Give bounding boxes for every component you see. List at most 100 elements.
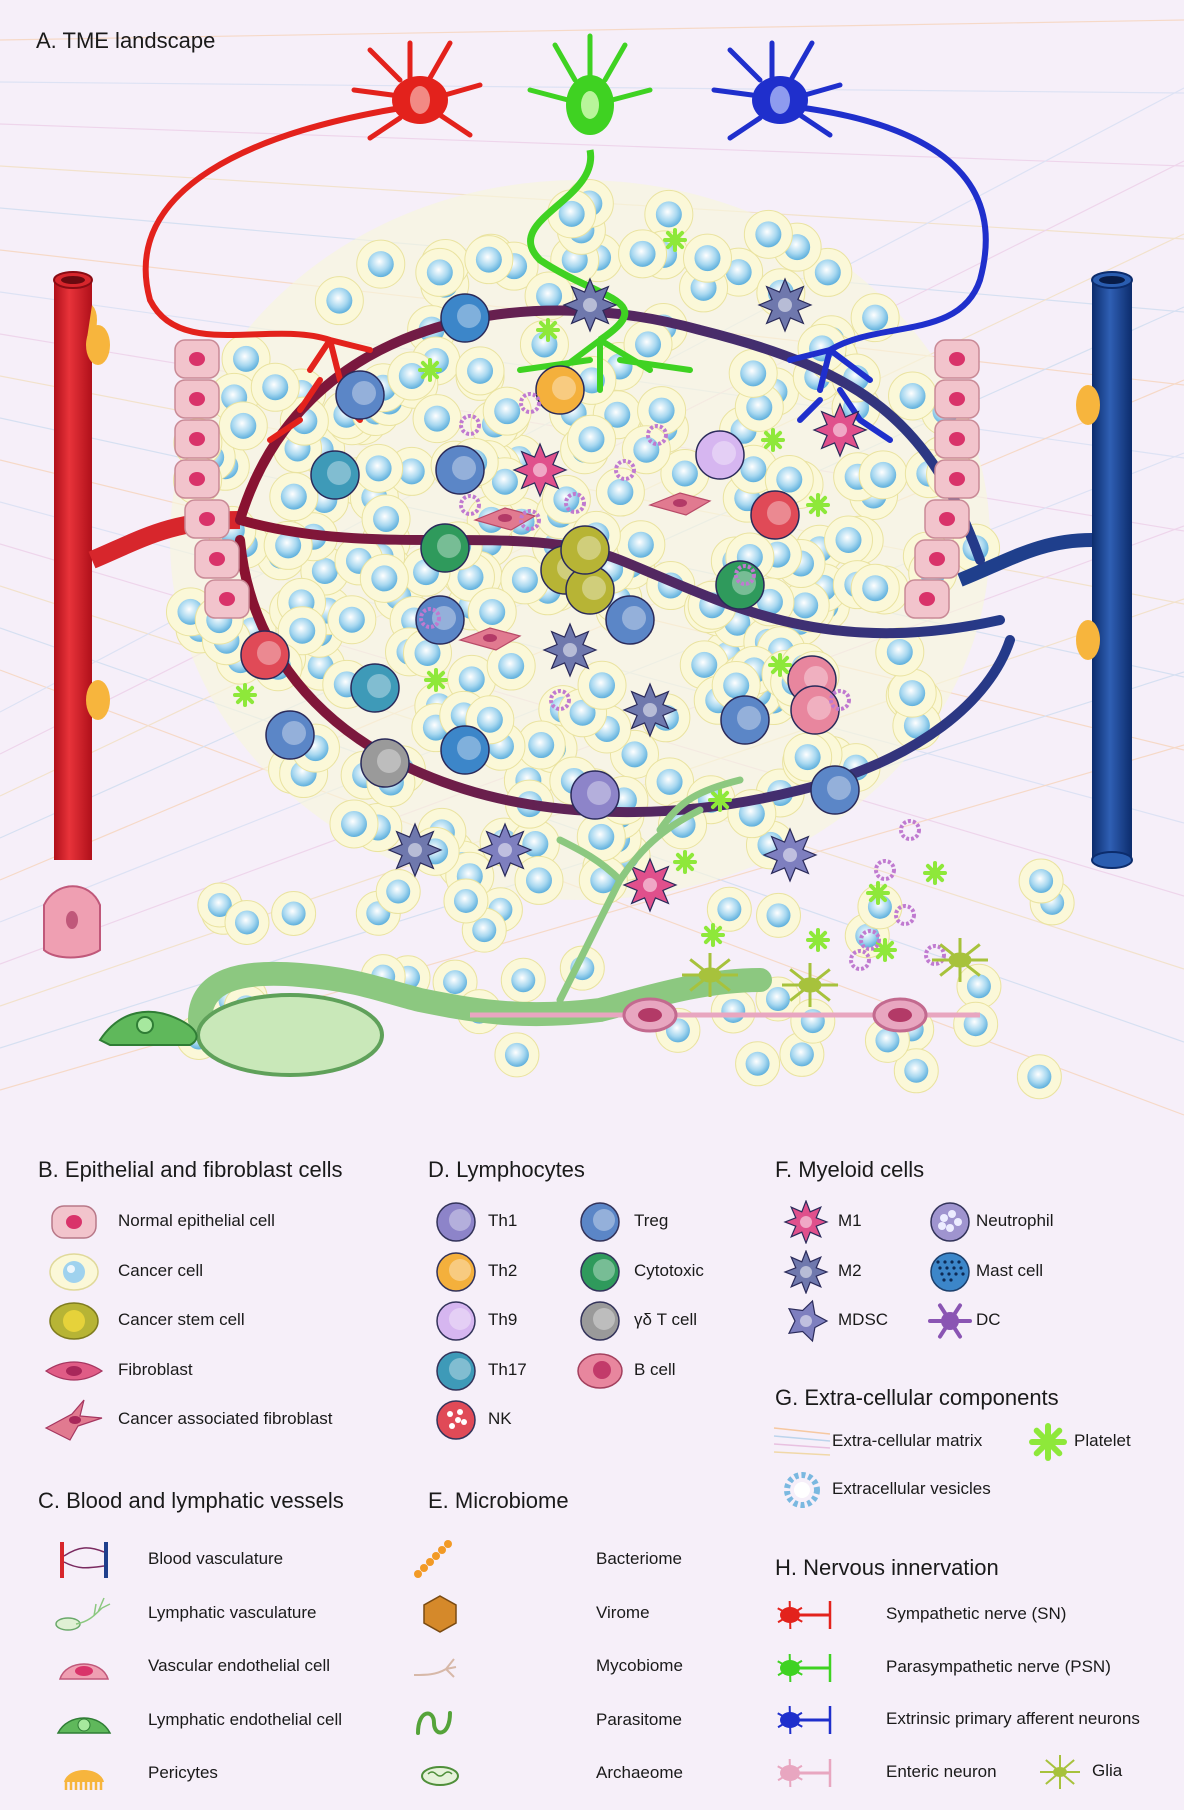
platelet [703, 925, 723, 945]
dendritic-cell-icon [920, 1299, 980, 1348]
immune-cell [436, 446, 484, 494]
platelet-icon [1018, 1420, 1078, 1469]
cancer-cell [416, 248, 464, 296]
sympathetic-nerve-icon [776, 1593, 836, 1642]
platelet [770, 655, 790, 675]
panel-h-title: H. Nervous innervation [775, 1555, 999, 1581]
macrophage [814, 404, 866, 456]
parasympathetic-nerve-icon [776, 1646, 836, 1695]
mast-cell-label: Mast cell [976, 1261, 1043, 1281]
platelet [875, 940, 895, 960]
extracellular-matrix-label: Extra-cellular matrix [832, 1431, 982, 1451]
th17-cell-icon [426, 1349, 486, 1398]
mdsc-icon [776, 1299, 836, 1348]
mdsc-label: MDSC [838, 1310, 888, 1330]
cancer-cell [578, 661, 626, 709]
immune-cell [811, 766, 859, 814]
cancer-cell [567, 415, 615, 463]
macrophage [564, 279, 616, 331]
macrophage [759, 279, 811, 331]
neutrophil-icon [920, 1200, 980, 1249]
immune-cell [721, 696, 769, 744]
immune-cell [311, 451, 359, 499]
vascular-endothelial-cell-icon [54, 1645, 114, 1694]
platelet [420, 360, 440, 380]
m2-macrophage-icon [776, 1250, 836, 1299]
vascular-endothelial-cell [44, 886, 100, 957]
cancer-cell-label: Cancer cell [118, 1261, 203, 1281]
extracellular-matrix-icon [772, 1420, 832, 1469]
nk-cell-label: NK [488, 1409, 512, 1429]
glia-icon [1030, 1750, 1090, 1799]
immune-cell [336, 371, 384, 419]
cancer-cell [824, 516, 872, 564]
platelet [426, 670, 446, 690]
m1-macrophage-icon [776, 1200, 836, 1249]
normal-epithelial-cell [935, 340, 979, 378]
lymphatic-endothelial-cell-label: Lymphatic endothelial cell [148, 1710, 342, 1730]
macrophage [514, 444, 566, 496]
macrophage [624, 684, 676, 736]
mast-cell-icon [920, 1250, 980, 1299]
macrophage [479, 824, 531, 876]
th9-cell-label: Th9 [488, 1310, 517, 1330]
immune-cell [696, 431, 744, 479]
cancer-cell [456, 347, 504, 395]
lymphatic-vasculature-label: Lymphatic vasculature [148, 1603, 317, 1623]
platelet [710, 790, 730, 810]
virome-icon [410, 1592, 470, 1641]
normal-epithelial-cell [175, 460, 219, 498]
cancer-cell [219, 402, 267, 450]
cancer-cell [954, 1002, 998, 1046]
cancer-cell [711, 989, 755, 1033]
cancer-cell [272, 891, 316, 935]
cancer-cell [1017, 1055, 1061, 1099]
immune-cell [421, 524, 469, 572]
normal-epithelial-cell-label: Normal epithelial cell [118, 1211, 275, 1231]
immune-cell [266, 711, 314, 759]
parasympathetic-nerve-label: Parasympathetic nerve (PSN) [886, 1657, 1111, 1677]
cancer-cell [851, 564, 899, 612]
cancer-cell [622, 426, 670, 474]
cancer-cell [270, 473, 318, 521]
cancer-cell [376, 870, 420, 914]
th2-cell-icon [426, 1250, 486, 1299]
glia-label: Glia [1092, 1761, 1122, 1781]
immune-cell [361, 739, 409, 787]
mycobiome-icon [410, 1645, 470, 1694]
macrophage [389, 824, 441, 876]
immune-cell [606, 596, 654, 644]
b-cell-label: B cell [634, 1360, 676, 1380]
bacteriome-icon [410, 1538, 470, 1587]
cancer-cell [1019, 859, 1063, 903]
cancer-associated-fibroblast-icon [44, 1398, 104, 1447]
parasitome-label: Parasitome [596, 1710, 682, 1730]
platelet [808, 930, 828, 950]
normal-epithelial-cell [935, 460, 979, 498]
macrophage [544, 624, 596, 676]
normal-epithelial-cell [175, 420, 219, 458]
cytotoxic-cell-icon [570, 1250, 630, 1299]
nk-cell-icon [426, 1398, 486, 1447]
platelet [925, 863, 945, 883]
platelet [235, 685, 255, 705]
th1-cell-label: Th1 [488, 1211, 517, 1231]
tme-landscape-scene [0, 0, 1184, 1120]
cancer-cell [791, 999, 835, 1043]
normal-epithelial-cell [925, 500, 969, 538]
cancer-cell [495, 1033, 539, 1077]
dendritic-cell-label: DC [976, 1310, 1001, 1330]
immune-cell [441, 294, 489, 342]
platelet [665, 230, 685, 250]
normal-epithelial-cell [185, 500, 229, 538]
enteric-neuron-label: Enteric neuron [886, 1762, 997, 1782]
cancer-cell-icon [44, 1250, 104, 1299]
cytotoxic-cell-label: Cytotoxic [634, 1261, 704, 1281]
cancer-cell [251, 363, 299, 411]
extracellular-vesicle-label: Extracellular vesicles [832, 1479, 991, 1499]
afferent-neuron-label: Extrinsic primary afferent neurons [886, 1709, 1140, 1729]
cancer-cell [413, 395, 461, 443]
neutrophil-label: Neutrophil [976, 1211, 1054, 1231]
immune-cell [536, 366, 584, 414]
cancer-cell [360, 554, 408, 602]
